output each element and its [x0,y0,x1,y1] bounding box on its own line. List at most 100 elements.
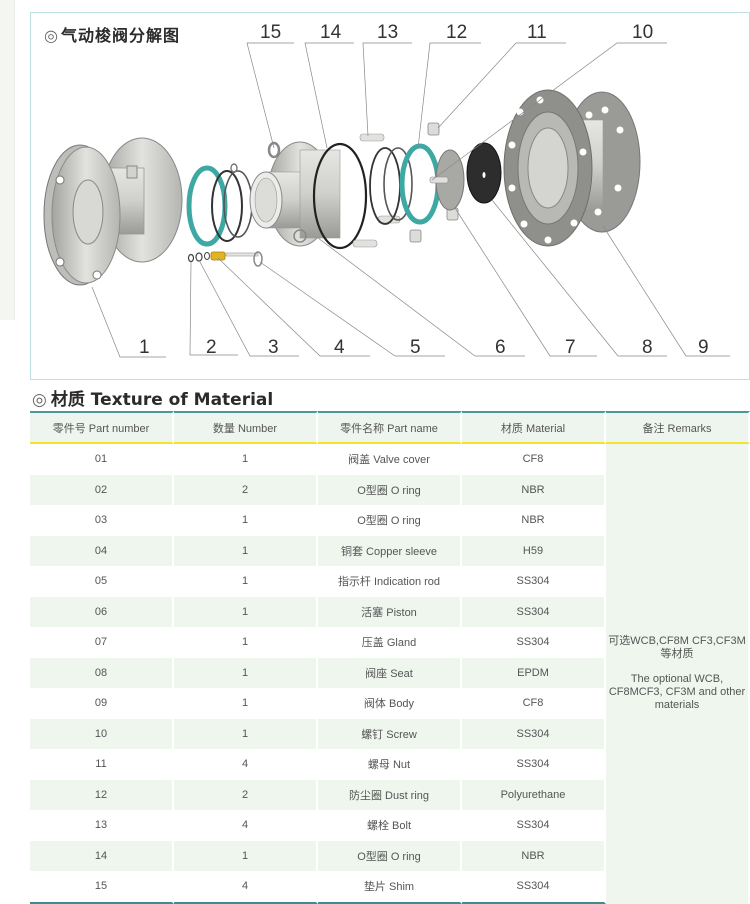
part-3-o-ring [195,252,203,262]
cell-part-name: O型圈 O ring [318,840,462,871]
cell-material: SS304 [462,810,606,841]
cell-material: CF8 [462,444,606,475]
material-table: 零件号 Part number 数量 Number 零件名称 Part name… [30,411,750,904]
leader-lines [91,42,730,358]
cell-quantity: 4 [174,810,318,841]
cell-quantity: 1 [174,688,318,719]
cell-quantity: 4 [174,749,318,780]
cell-part-name: 压盖 Gland [318,627,462,658]
diagram-title: ◎气动梭阀分解图 [44,22,180,46]
cell-part-number: 01 [30,444,174,475]
callout-7: 7 [565,337,576,358]
cell-part-number: 04 [30,535,174,566]
cell-part-number: 07 [30,627,174,658]
cell-part-number: 02 [30,474,174,505]
part-12-dust-ring-left [186,165,228,247]
header-quantity: 数量 Number [174,411,318,444]
cell-material: SS304 [462,718,606,749]
cell-quantity: 1 [174,840,318,871]
cell-material: H59 [462,535,606,566]
cell-material: EPDM [462,657,606,688]
cell-part-name: O型圈 O ring [318,505,462,536]
cell-part-name: 活塞 Piston [318,596,462,627]
exploded-view-illustration: 15 14 13 12 11 10 1 2 3 4 5 6 7 8 9 [43,22,730,358]
callout-13: 13 [377,22,398,43]
cell-part-number: 10 [30,718,174,749]
part-8-seat [466,142,502,204]
cell-quantity: 1 [174,627,318,658]
callout-9: 9 [698,337,709,358]
callout-8: 8 [642,337,653,358]
cell-part-number: 15 [30,871,174,904]
part-1-valve-cover [43,137,183,286]
cell-part-number: 14 [30,840,174,871]
cell-part-name: 指示杆 Indication rod [318,566,462,597]
material-section-title-text: 材质 Texture of Material [50,390,274,410]
callout-11: 11 [527,22,547,43]
part-6-piston [249,141,341,247]
callout-6: 6 [495,337,506,358]
header-part-name: 零件名称 Part name [318,411,462,444]
callout-15: 15 [260,22,281,43]
cell-part-number: 11 [30,749,174,780]
cell-part-number: 12 [30,779,174,810]
cell-quantity: 1 [174,566,318,597]
cell-quantity: 2 [174,779,318,810]
cell-material: NBR [462,505,606,536]
part-11-nuts [409,122,459,243]
table-header-row: 零件号 Part number 数量 Number 零件名称 Part name… [30,411,750,444]
cell-part-name: 阀盖 Valve cover [318,444,462,475]
part-13-bolts [352,133,401,248]
cell-part-name: 阀座 Seat [318,657,462,688]
part-12-dust-ring-right [399,143,441,225]
diagram-title-text: 气动梭阀分解图 [60,26,180,45]
cell-quantity: 4 [174,871,318,904]
part-4-copper-sleeve [204,251,226,261]
cell-part-name: 螺母 Nut [318,749,462,780]
cell-quantity: 1 [174,444,318,475]
page-left-strip [0,0,15,320]
cell-material: SS304 [462,627,606,658]
cell-part-number: 09 [30,688,174,719]
cell-part-number: 13 [30,810,174,841]
cell-part-name: 铜套 Copper sleeve [318,535,462,566]
cell-quantity: 1 [174,718,318,749]
cell-material: NBR [462,840,606,871]
cell-part-name: 防尘圈 Dust ring [318,779,462,810]
cell-part-number: 08 [30,657,174,688]
cell-part-name: 阀体 Body [318,688,462,719]
cell-part-number: 05 [30,566,174,597]
callout-10: 10 [632,22,653,43]
header-remarks: 备注 Remarks [606,411,750,444]
part-10-screw [429,176,449,184]
cell-part-name: O型圈 O ring [318,474,462,505]
cell-quantity: 1 [174,505,318,536]
title-marker-icon: ◎ [44,26,59,45]
cell-part-name: 螺栓 Bolt [318,810,462,841]
part-15-shim [267,141,281,159]
cell-quantity: 2 [174,474,318,505]
remarks-chinese-text: 可选WCB,CF8M CF3,CF3M等材质 [608,635,746,661]
part-2-o-ring [187,253,195,263]
part-9-body [503,89,641,247]
cell-material: SS304 [462,871,606,904]
callout-3: 3 [268,337,279,358]
cell-material: CF8 [462,688,606,719]
callout-5: 5 [410,337,421,358]
cell-material: NBR [462,474,606,505]
cell-part-name: 垫片 Shim [318,871,462,904]
callout-2: 2 [206,337,217,358]
cell-part-name: 螺钉 Screw [318,718,462,749]
